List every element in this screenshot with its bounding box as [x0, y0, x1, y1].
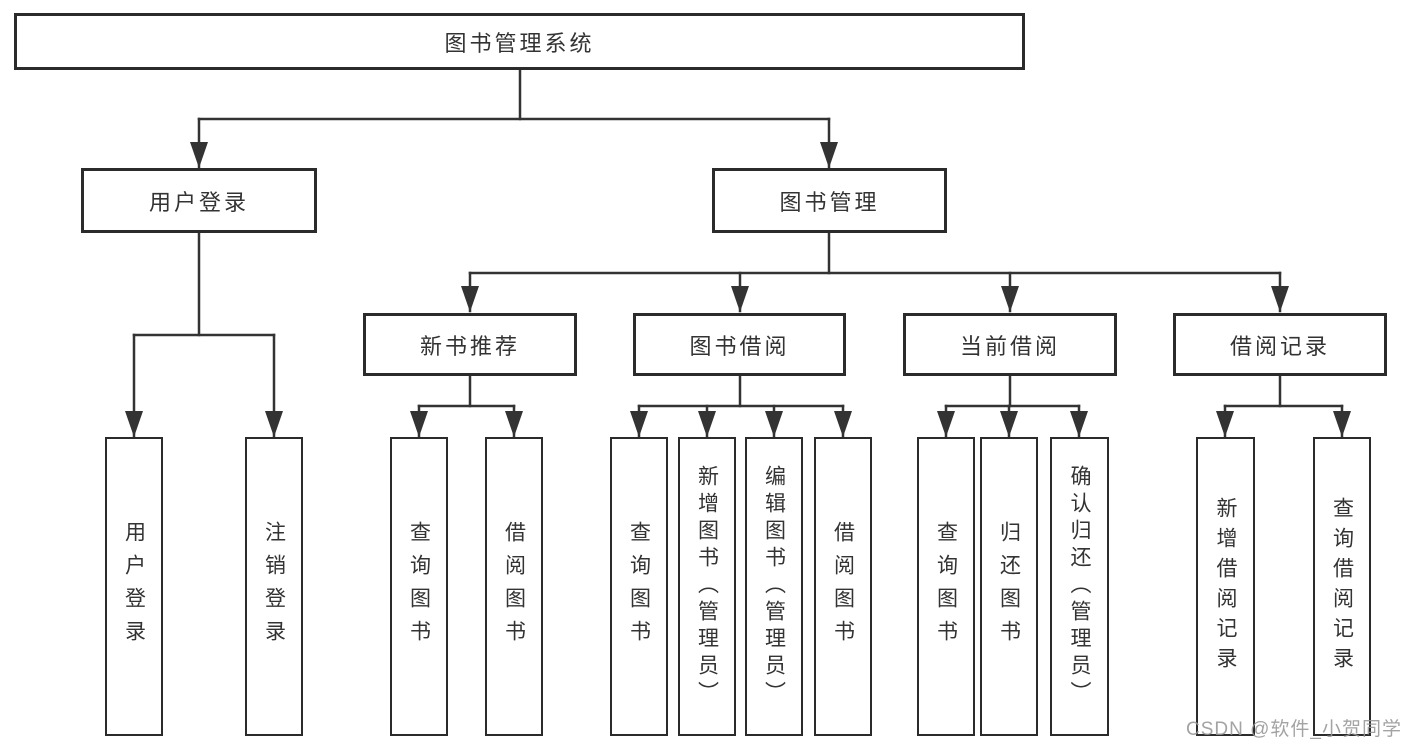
leaf-logout: 注销登录 — [245, 437, 303, 736]
leaf-borrow-book-recommend-label: 借阅图书 — [502, 520, 526, 653]
leaf-query-book-borrowing: 查询图书 — [610, 437, 668, 736]
node-new-book-recommend: 新书推荐 — [363, 313, 577, 376]
leaf-user-login-label: 用户登录 — [122, 520, 146, 653]
leaf-confirm-return-admin: 确认归还（管理员） — [1050, 437, 1109, 736]
node-borrow-records: 借阅记录 — [1173, 313, 1387, 376]
node-root-label: 图书管理系统 — [444, 30, 595, 56]
node-borrow-records-label: 借阅记录 — [1229, 333, 1330, 359]
node-current-borrowing-label: 当前借阅 — [959, 333, 1060, 359]
leaf-add-book-admin: 新增图书（管理员） — [678, 437, 736, 736]
leaf-query-book-recommend-label: 查询图书 — [407, 520, 431, 653]
leaf-user-login: 用户登录 — [105, 437, 163, 736]
leaf-add-borrow-record-label: 新增借阅记录 — [1214, 496, 1237, 677]
node-user-login-label: 用户登录 — [148, 189, 249, 215]
leaf-return-book: 归还图书 — [980, 437, 1038, 736]
leaf-logout-label: 注销登录 — [262, 520, 286, 653]
node-new-book-recommend-label: 新书推荐 — [419, 333, 520, 359]
leaf-query-book-recommend: 查询图书 — [390, 437, 448, 736]
node-book-management-label: 图书管理 — [779, 189, 880, 215]
node-user-login: 用户登录 — [81, 168, 317, 233]
watermark: CSDN @软件_小贺同学 — [1186, 719, 1402, 740]
leaf-query-book-current: 查询图书 — [917, 437, 975, 736]
node-book-management: 图书管理 — [712, 168, 947, 233]
node-book-borrowing: 图书借阅 — [633, 313, 846, 376]
leaf-borrow-book-borrowing: 借阅图书 — [814, 437, 872, 736]
leaf-query-book-borrowing-label: 查询图书 — [627, 520, 651, 653]
leaf-query-borrow-record: 查询借阅记录 — [1313, 437, 1371, 736]
leaf-edit-book-admin-label: 编辑图书（管理员） — [762, 465, 786, 708]
leaf-confirm-return-admin-label: 确认归还（管理员） — [1068, 465, 1091, 708]
leaf-return-book-label: 归还图书 — [997, 520, 1021, 653]
leaf-add-book-admin-label: 新增图书（管理员） — [695, 465, 719, 708]
leaf-borrow-book-borrowing-label: 借阅图书 — [831, 520, 855, 653]
leaf-query-book-current-label: 查询图书 — [934, 520, 958, 653]
leaf-edit-book-admin: 编辑图书（管理员） — [745, 437, 803, 736]
leaf-add-borrow-record: 新增借阅记录 — [1196, 437, 1255, 736]
leaf-query-borrow-record-label: 查询借阅记录 — [1330, 496, 1354, 677]
leaf-borrow-book-recommend: 借阅图书 — [485, 437, 543, 736]
node-current-borrowing: 当前借阅 — [903, 313, 1117, 376]
node-root: 图书管理系统 — [14, 13, 1025, 70]
node-book-borrowing-label: 图书借阅 — [689, 333, 790, 359]
